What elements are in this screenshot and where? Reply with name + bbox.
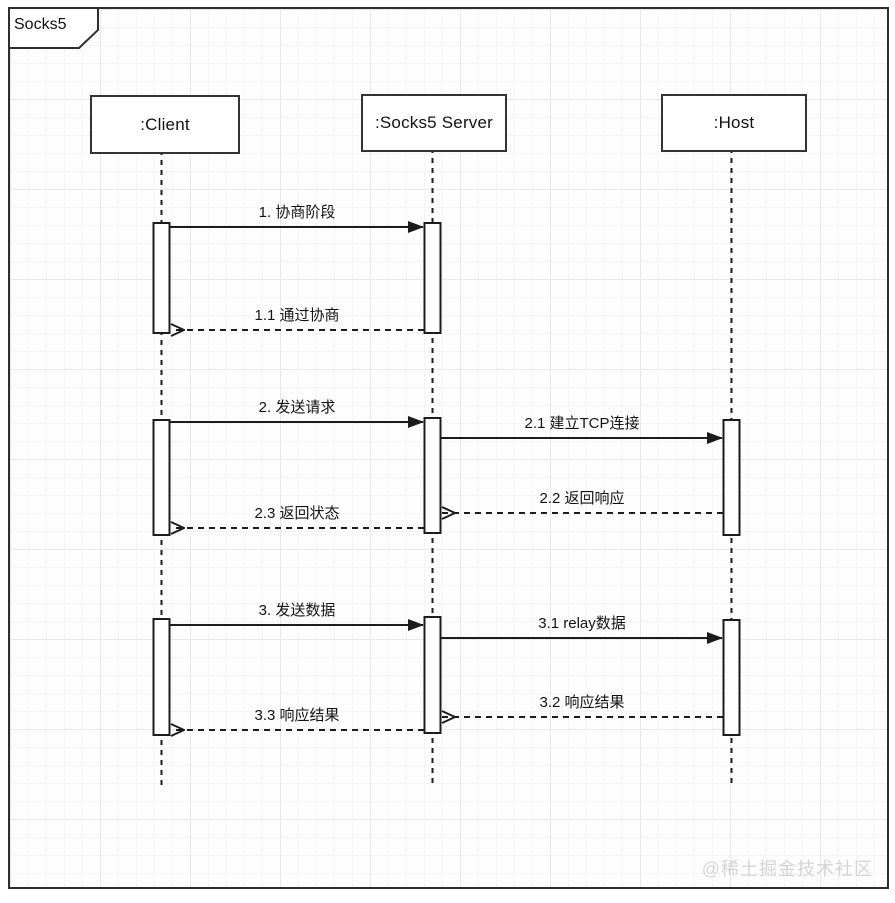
message-label-3-1: 3.1 relay数据: [538, 615, 626, 632]
watermark: @稀土掘金技术社区: [701, 859, 873, 879]
participant-host: :Host: [661, 94, 807, 152]
message-label-2-2: 2.2 返回响应: [539, 490, 625, 507]
participant-host-label: :Host: [713, 113, 755, 132]
message-label-3-3: 3.3 响应结果: [254, 707, 340, 724]
message-label-3-2: 3.2 响应结果: [539, 694, 625, 711]
participant-server-label: :Socks5 Server: [374, 113, 494, 132]
message-label-2: 2. 发送请求: [258, 399, 336, 416]
message-label-2-1: 2.1 建立TCP连接: [524, 415, 640, 432]
frame-title: Socks5: [14, 16, 67, 33]
participant-server: :Socks5 Server: [361, 94, 507, 152]
message-label-1-1: 1.1 通过协商: [254, 307, 340, 324]
message-label-1: 1. 协商阶段: [258, 204, 336, 221]
participant-client: :Client: [90, 95, 240, 154]
diagram-frame: [8, 7, 889, 889]
participant-client-label: :Client: [140, 114, 190, 134]
message-label-2-3: 2.3 返回状态: [254, 505, 340, 522]
message-label-3: 3. 发送数据: [258, 602, 336, 619]
